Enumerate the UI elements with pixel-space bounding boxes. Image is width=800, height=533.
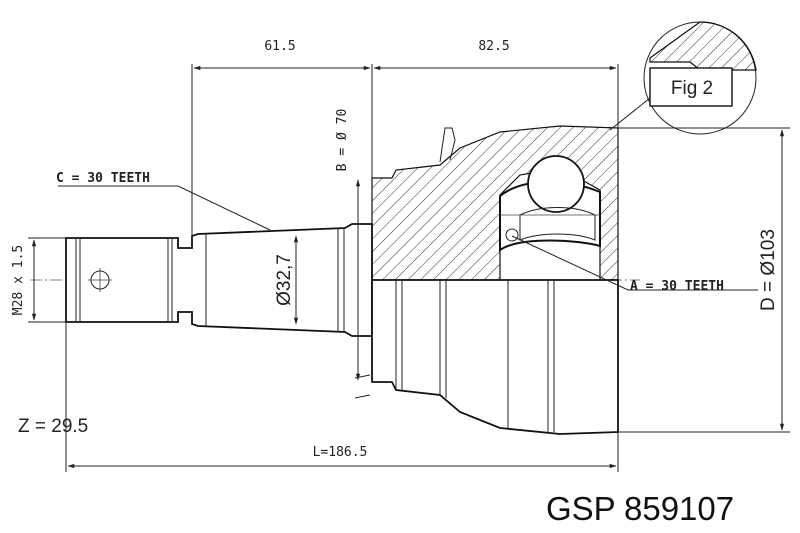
shaft-diameter-dimension: Ø32,7 bbox=[274, 254, 295, 306]
housing-length-dimension: 82.5 bbox=[478, 39, 509, 54]
boot-diameter-dimension: B = Ø 70 bbox=[335, 109, 350, 172]
outer-housing bbox=[354, 125, 619, 435]
figure-label: Fig 2 bbox=[671, 78, 713, 99]
shaft bbox=[65, 223, 373, 337]
total-length-dimension: L=186.5 bbox=[313, 445, 368, 460]
thread-dimension: M28 x 1.5 bbox=[11, 245, 26, 315]
ball bbox=[527, 155, 585, 213]
brand-name: GSP bbox=[546, 490, 616, 527]
part-number: 859107 bbox=[624, 490, 734, 527]
inner-teeth-label: A = 30 TEETH bbox=[630, 279, 724, 294]
outer-diameter-dimension: D = Ø103 bbox=[758, 229, 779, 311]
figure-detail bbox=[643, 21, 757, 135]
shaft-length-dimension: 61.5 bbox=[264, 39, 295, 54]
abs-teeth-label: Z = 29.5 bbox=[18, 416, 88, 437]
outer-teeth-label: C = 30 TEETH bbox=[56, 171, 150, 186]
dimension-lines bbox=[28, 64, 790, 472]
